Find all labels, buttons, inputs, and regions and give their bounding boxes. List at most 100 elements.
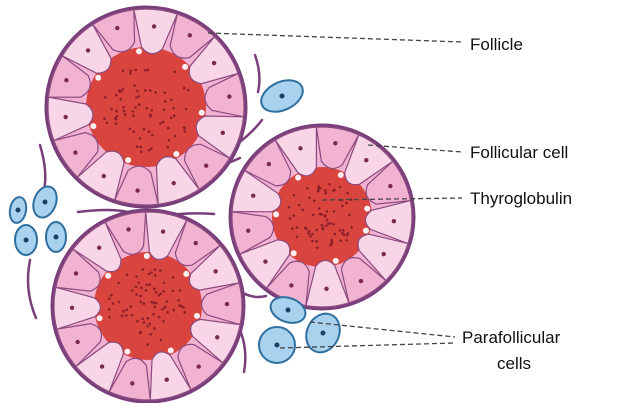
cell-nucleus (212, 61, 216, 65)
colloid-droplet (296, 226, 299, 229)
colloid-vacuole (199, 110, 205, 116)
colloid-droplet (170, 116, 173, 119)
colloid-droplet (327, 222, 330, 225)
parafollicular-cell (8, 196, 28, 224)
label-follicular-cell: Follicular cell (470, 143, 568, 162)
colloid-droplet (134, 106, 137, 109)
colloid-droplet (333, 210, 336, 213)
colloid-droplet (292, 214, 295, 217)
colloid-droplet (167, 146, 170, 149)
colloid-droplet (316, 246, 319, 249)
cell-nucleus (392, 219, 396, 223)
connective-fiber (255, 55, 259, 92)
colloid-droplet (164, 306, 167, 309)
colloid-droplet (324, 192, 327, 195)
colloid-vacuole (182, 64, 188, 70)
colloid-droplet (163, 108, 166, 111)
colloid-droplet (150, 271, 153, 274)
colloid-droplet (309, 235, 312, 238)
colloid-droplet (177, 299, 180, 302)
colloid-droplet (342, 229, 345, 232)
colloid-droplet (141, 268, 144, 271)
colloid-droplet (159, 269, 162, 272)
colloid-droplet (135, 285, 138, 288)
colloid-droplet (140, 301, 143, 304)
colloid-droplet (110, 294, 113, 297)
cell-nucleus (97, 246, 101, 250)
colloid-droplet (164, 100, 167, 103)
colloid-droplet (139, 295, 142, 298)
colloid-droplet (173, 114, 176, 117)
colloid-droplet (124, 113, 127, 116)
colloid-droplet (159, 122, 162, 125)
colloid-droplet (158, 316, 161, 319)
cell-nucleus (197, 364, 201, 368)
label-parafollicular-line1: Parafollicular (462, 328, 561, 347)
colloid-droplet (136, 145, 139, 148)
connective-fiber (240, 330, 245, 372)
colloid-droplet (143, 302, 146, 305)
cell-nucleus (161, 229, 165, 233)
colloid-droplet (106, 121, 109, 124)
colloid-droplet (296, 236, 299, 239)
colloid-droplet (187, 89, 190, 92)
colloid-droplet (121, 88, 124, 91)
colloid-droplet (139, 137, 142, 140)
colloid-droplet (130, 305, 133, 308)
colloid-vacuole (90, 123, 96, 129)
cell-nucleus (364, 158, 368, 162)
colloid-droplet (108, 297, 111, 300)
colloid-droplet (115, 94, 118, 97)
parafollicular-nucleus (54, 235, 59, 240)
colloid-droplet (318, 207, 321, 210)
colloid-droplet (185, 108, 188, 111)
colloid-droplet (313, 199, 316, 202)
cell-nucleus (333, 141, 337, 145)
colloid-droplet (135, 293, 138, 296)
colloid-droplet (121, 314, 124, 317)
colloid-droplet (330, 243, 333, 246)
parafollicular-nucleus (24, 238, 29, 243)
colloid-droplet (166, 300, 169, 303)
leader-line (280, 343, 455, 348)
colloid-droplet (339, 239, 342, 242)
colloid-droplet (146, 343, 149, 346)
label-follicle: Follicle (470, 35, 523, 54)
colloid-vacuole (97, 315, 103, 321)
colloid-droplet (339, 229, 342, 232)
parafollicular-cell (259, 327, 295, 363)
colloid-droplet (146, 317, 149, 320)
colloid-droplet (140, 331, 143, 334)
colloid-vacuole (125, 157, 131, 163)
colloid-droplet (311, 240, 314, 243)
cell-nucleus (246, 228, 250, 232)
colloid-droplet (172, 289, 175, 292)
cell-nucleus (204, 163, 208, 167)
colloid-droplet (347, 232, 350, 235)
colloid-droplet (104, 96, 107, 99)
colloid-droplet (308, 196, 311, 199)
colloid-droplet (328, 183, 331, 186)
colloid-droplet (150, 301, 153, 304)
colloid-droplet (152, 313, 155, 316)
colloid-droplet (183, 87, 186, 90)
colloid-droplet (133, 84, 136, 87)
cell-nucleus (215, 335, 219, 339)
colloid-droplet (167, 127, 170, 130)
colloid-droplet (346, 192, 349, 195)
colloid-droplet (305, 227, 308, 230)
colloid-droplet (144, 69, 147, 72)
colloid-droplet (324, 189, 327, 192)
colloid-droplet (122, 310, 125, 313)
colloid-vacuole (333, 258, 339, 264)
colloid-droplet (154, 274, 157, 277)
colloid-droplet (131, 314, 134, 317)
colloid-droplet (110, 108, 113, 111)
colloid-droplet (148, 323, 151, 326)
colloid-vacuole (194, 313, 200, 319)
cell-nucleus (126, 227, 130, 231)
follicle-right (230, 125, 414, 309)
cell-nucleus (152, 24, 156, 28)
colloid-vacuole (273, 211, 279, 217)
colloid-droplet (125, 314, 128, 317)
